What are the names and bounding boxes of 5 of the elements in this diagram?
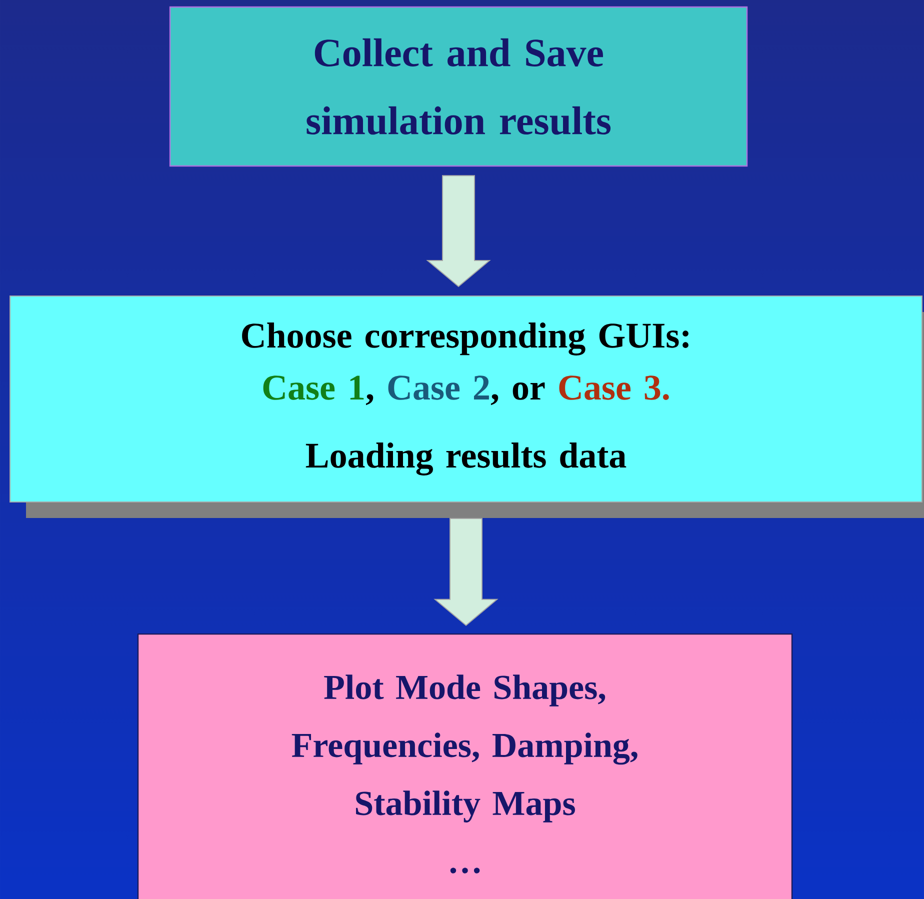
process-box: Plot Mode Shapes, Frequencies, Damping, Stability Maps … [137, 633, 793, 899]
process-box: Collect and Save simulation results [169, 6, 748, 167]
block-arrow [426, 175, 491, 288]
block-arrow [434, 518, 498, 626]
process-box: Choose corresponding GUIs: Case 1, Case 2, or Case 3. Loading results data [10, 296, 922, 502]
